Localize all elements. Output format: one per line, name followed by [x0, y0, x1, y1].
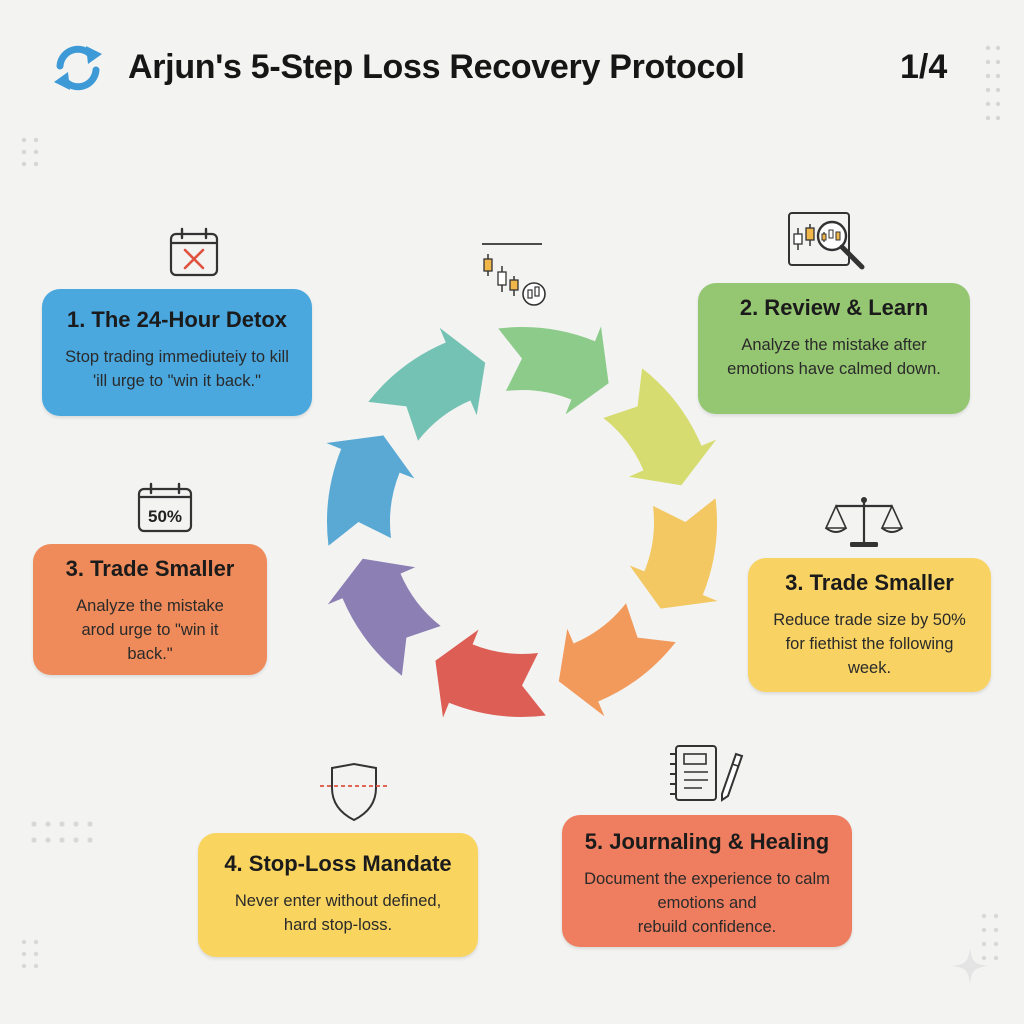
shield-line-icon — [320, 762, 388, 822]
decorative-dots-left — [21, 137, 39, 167]
step-card-3-trade-smaller-right: 3. Trade Smaller Reduce trade size by 50… — [748, 558, 991, 692]
decorative-dots-bottom-right — [981, 913, 999, 961]
step-description: Reduce trade size by 50% for fiethist th… — [773, 611, 966, 677]
cycle-arrow-segment-1 — [498, 326, 609, 415]
cycle-arrow-segment-2 — [603, 368, 717, 486]
chart-magnifier-icon — [788, 212, 865, 270]
step-card-5-journaling: 5. Journaling & Healing Document the exp… — [562, 815, 852, 947]
step-title: 5. Journaling & Healing — [584, 829, 830, 854]
step-title: 1. The 24-Hour Detox — [66, 307, 288, 332]
decorative-dots-bottom-left — [31, 821, 93, 843]
sparkle-icon — [952, 948, 988, 984]
page-title: Arjun's 5-Step Loss Recovery Protocol — [128, 48, 745, 86]
step-card-3-trade-smaller-left: 3. Trade Smaller Analyze the mistake aro… — [33, 544, 267, 675]
refresh-cycle-icon — [54, 45, 102, 91]
decorative-dots-bottom-left-2 — [21, 939, 39, 969]
balance-scale-icon — [824, 497, 904, 547]
step-title: 3. Trade Smaller — [65, 556, 235, 581]
calendar-x-icon — [169, 227, 219, 277]
step-card-1-detox: 1. The 24-Hour Detox Stop trading immedi… — [42, 289, 312, 416]
cycle-arrow-segment-6 — [327, 558, 441, 676]
step-description: Document the experience to calm emotions… — [584, 870, 830, 936]
step-card-2-review: 2. Review & Learn Analyze the mistake af… — [698, 283, 970, 414]
cycle-arrow-segment-8 — [368, 327, 486, 441]
candlestick-coins-icon — [482, 243, 546, 306]
journal-pen-icon — [670, 745, 744, 802]
step-description: Never enter without defined, hard stop-l… — [234, 892, 442, 934]
decorative-dots-top-right — [985, 45, 1001, 121]
cycle-arrow-segment-5 — [435, 629, 546, 718]
step-description: Analyze the mistake arod urge to "win it… — [76, 597, 224, 663]
calendar-50-icon: 50% — [137, 482, 193, 533]
step-description: Stop trading immediuteiy to kill 'ill ur… — [65, 348, 289, 390]
calendar-50-label: 50% — [148, 507, 182, 526]
page-indicator: 1/4 — [900, 48, 948, 86]
step-title: 2. Review & Learn — [739, 295, 929, 320]
step-description: Analyze the mistake after emotions have … — [727, 336, 941, 378]
cycle-arrow-segment-7 — [326, 435, 415, 546]
step-card-4-stop-loss: 4. Stop-Loss Mandate Never enter without… — [198, 833, 478, 957]
cycle-arrow-segment-4 — [558, 603, 676, 717]
step-title: 3. Trade Smaller — [785, 570, 954, 595]
cycle-arrow-segment-3 — [629, 498, 718, 609]
step-title: 4. Stop-Loss Mandate — [224, 851, 452, 876]
